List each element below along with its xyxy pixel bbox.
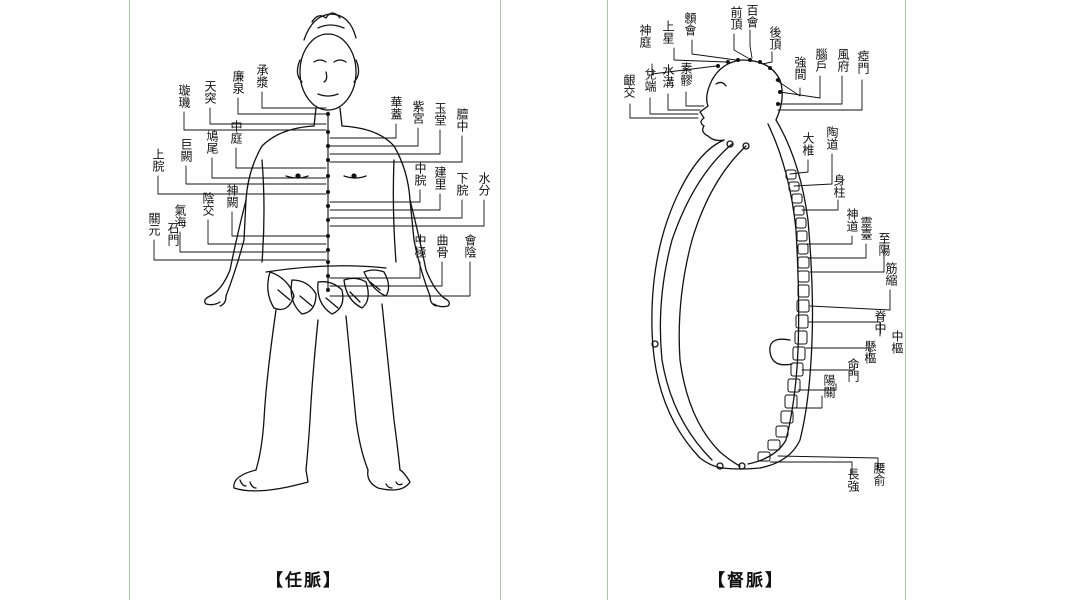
label-duiduan: 兌端 [643,68,657,92]
label-jizhong: 脊中 [873,310,887,334]
label-yangguan: 陽關 [822,374,836,398]
label-shendao: 神道 [845,208,859,232]
label-jinsuo: 筋縮 [884,262,898,286]
label-fengfu: 風府 [836,48,850,72]
label-tiantu: 天突 [203,80,217,104]
label-qihai: 氣海 [173,204,187,228]
ren-meridian-caption: 【任脈】 [266,571,342,591]
label-shenting: 神庭 [638,24,652,48]
label-jianli: 建里 [433,166,447,190]
right-panel-left-border [607,0,608,600]
label-yinjiao: 陰交 [201,192,215,216]
label-zhiyang: 至陽 [877,232,891,256]
label-naohu: 腦戶 [814,48,828,72]
label-shangwan: 上脘 [151,148,165,172]
label-taodao: 陶道 [825,126,839,150]
label-baihui: 百會 [745,4,759,28]
label-shuifen: 水分 [477,172,491,196]
label-qianding: 前頂 [729,6,743,30]
label-dazhui: 大椎 [801,132,815,156]
label-changqiang: 長強 [846,468,860,492]
label-zigong: 紫宮 [411,100,425,124]
label-huagai: 華蓋 [389,96,403,120]
label-jiuwei: 鳩尾 [205,130,219,154]
label-huiyin: 會陰 [463,234,477,258]
label-shenque: 神闕 [225,184,239,208]
label-suliao: 素髎 [679,62,693,86]
label-qiangjian: 強間 [793,56,807,80]
label-qugu: 曲骨 [435,234,449,258]
label-shenzhu: 身柱 [832,174,846,198]
label-xuanji: 璇璣 [177,84,191,108]
label-xinhui: 顖會 [683,12,697,36]
label-houding: 後頂 [768,26,782,50]
label-yamen: 瘂門 [856,50,870,74]
label-guanyuan: 關元 [147,212,161,236]
label-zhongji: 中極 [413,234,427,258]
label-juque: 巨闕 [179,138,193,162]
label-lingtai: 靈臺 [859,216,873,240]
label-yutang: 玉堂 [433,102,447,126]
label-xuanshu: 懸樞 [863,340,877,364]
label-tanzhong: 膻中 [455,108,469,132]
label-mingmen: 命門 [846,358,860,382]
right-panel-right-border [905,0,906,600]
du-meridian-caption: 【督脈】 [708,571,784,591]
label-shimen: 石門 [166,222,180,246]
label-zhongwan: 中脘 [413,162,427,186]
label-yaoshu: 腰俞 [872,462,886,486]
label-zhongting: 中庭 [229,120,243,144]
left-panel-right-border [500,0,501,600]
label-lianquan: 廉泉 [231,70,245,94]
left-panel-left-border [129,0,130,600]
label-xiawan: 下脘 [455,172,469,196]
label-yinjiao: 齦交 [622,74,636,98]
label-shuigou: 水溝 [661,64,675,88]
label-chengjiang: 承漿 [255,64,269,88]
label-shangxing: 上星 [661,20,675,44]
label-zhongshu: 中樞 [890,330,904,354]
